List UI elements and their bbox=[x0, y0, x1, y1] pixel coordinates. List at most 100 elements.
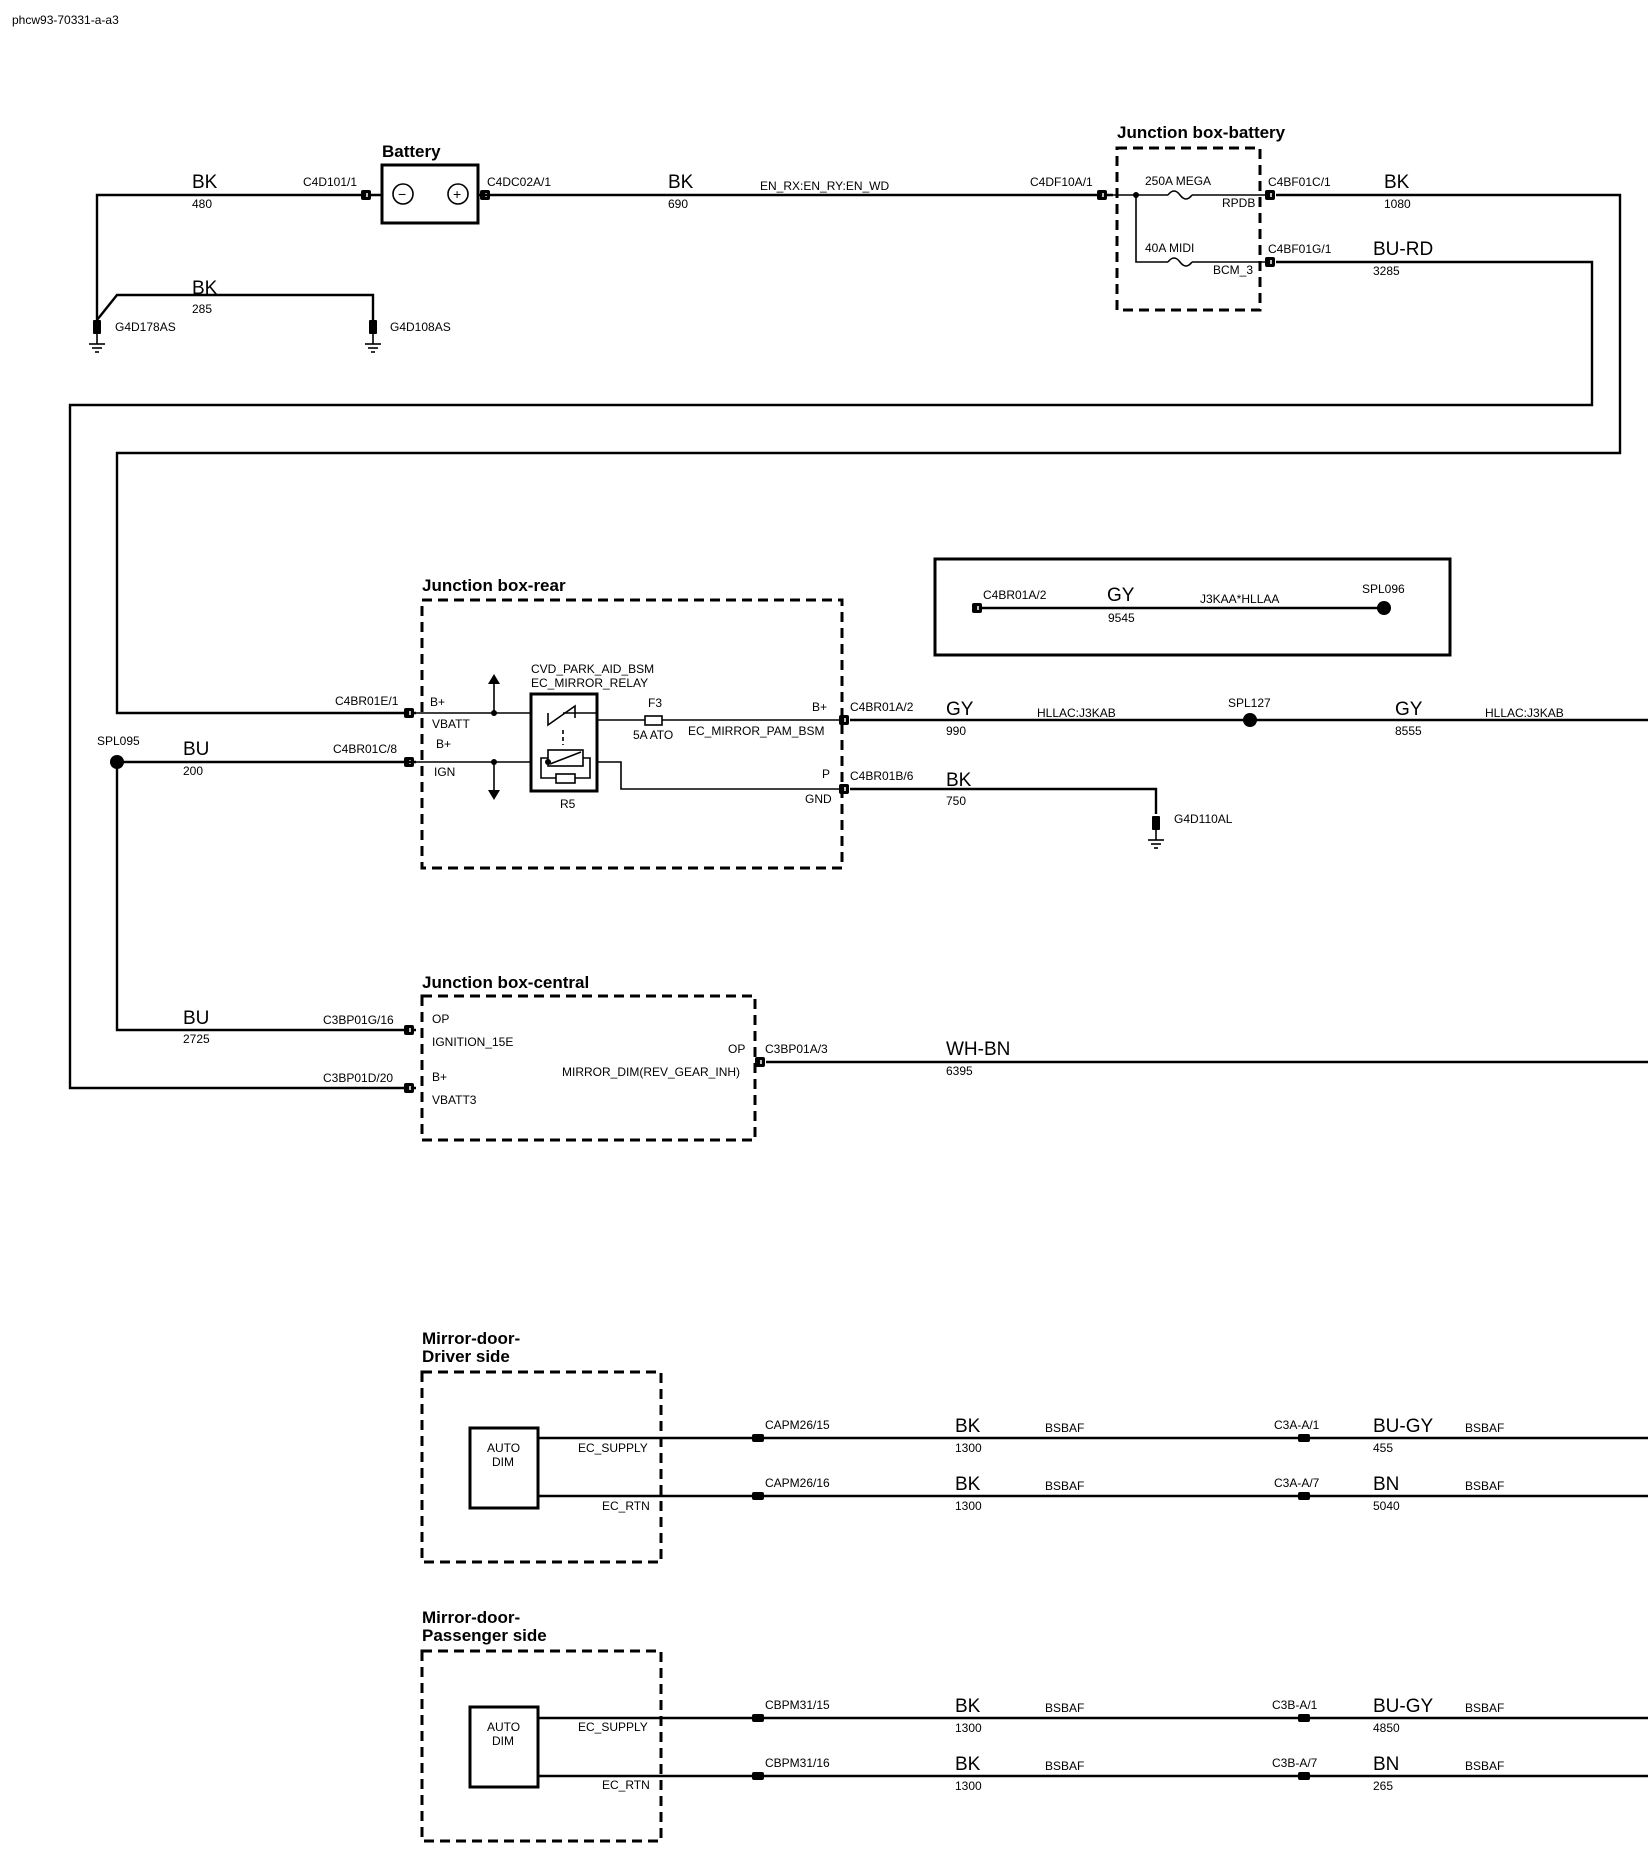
wire-number: 455 bbox=[1373, 1441, 1393, 1455]
wire-color: BN bbox=[1373, 1754, 1399, 1775]
fuse-40a: 40A MIDI bbox=[1145, 241, 1194, 255]
pin-label-bplus: B+ bbox=[432, 1070, 447, 1084]
mirror-passenger-side: Mirror-door- Passenger side AUTO DIM EC_… bbox=[420, 1608, 1648, 1843]
splice-label: SPL127 bbox=[1228, 696, 1271, 710]
pin-label-gnd: GND bbox=[805, 792, 832, 806]
dim-label: DIM bbox=[492, 1734, 514, 1748]
wire-number: 4850 bbox=[1373, 1721, 1400, 1735]
wire-750 bbox=[850, 787, 1158, 814]
pin-label-ec-rtn: EC_RTN bbox=[602, 1499, 650, 1513]
circuit-code: HLLAC:J3KAB bbox=[1037, 706, 1116, 720]
connector-c3b-7: C3B-A/7 bbox=[1272, 1756, 1318, 1770]
legend-number: 9545 bbox=[1108, 611, 1135, 625]
wire-number: 3285 bbox=[1373, 264, 1400, 278]
connector-c4bf01g: C4BF01G/1 bbox=[1268, 242, 1332, 256]
connector-pin bbox=[752, 1714, 764, 1722]
connector-pin bbox=[838, 783, 850, 795]
connector-pin bbox=[360, 189, 372, 201]
wire-number: 750 bbox=[946, 794, 966, 808]
connector-pin bbox=[1298, 1434, 1310, 1442]
pin-label-op: OP bbox=[432, 1012, 449, 1026]
connector-pin bbox=[1264, 256, 1276, 268]
battery-minus-terminal bbox=[392, 183, 414, 205]
connector-c3b-1: C3B-A/1 bbox=[1272, 1698, 1318, 1712]
connector-c4bf01c: C4BF01C/1 bbox=[1268, 175, 1331, 189]
wire-number: 8555 bbox=[1395, 724, 1422, 738]
jb-rear-title: Junction box-rear bbox=[422, 576, 566, 595]
connector-c3a-7: C3A-A/7 bbox=[1274, 1476, 1320, 1490]
auto-label: AUTO bbox=[487, 1720, 520, 1734]
circuit-code: BSBAF bbox=[1045, 1421, 1084, 1435]
auto-label: AUTO bbox=[487, 1441, 520, 1455]
connector-pin bbox=[752, 1434, 764, 1442]
splice-spl127 bbox=[1243, 713, 1257, 727]
circuit-code: BSBAF bbox=[1045, 1479, 1084, 1493]
circuit-code: BSBAF bbox=[1045, 1759, 1084, 1773]
jb-central-title: Junction box-central bbox=[422, 973, 589, 992]
relay-id: R5 bbox=[560, 797, 576, 811]
output-rpdb: RPDB bbox=[1222, 196, 1255, 210]
circuit-code: BSBAF bbox=[1465, 1421, 1504, 1435]
wire-color: BK bbox=[192, 278, 218, 299]
arrow-up-icon bbox=[488, 674, 500, 684]
pin-label-vbatt: VBATT bbox=[432, 717, 470, 731]
circuit-code: EN_RX:EN_RY:EN_WD bbox=[760, 179, 889, 193]
minus-label: − bbox=[398, 186, 406, 202]
ground-icon bbox=[364, 319, 382, 353]
junction-box-battery: Junction box-battery 250A MEGA RPDB 40A … bbox=[1113, 123, 1433, 312]
pin-label-ignition: IGNITION_15E bbox=[432, 1035, 513, 1049]
legend-splice: SPL096 bbox=[1362, 582, 1405, 596]
fuse-250a: 250A MEGA bbox=[1145, 174, 1211, 188]
connector-pin bbox=[1298, 1492, 1310, 1500]
connector-pin bbox=[754, 1056, 766, 1068]
wire-number: 1300 bbox=[955, 1721, 982, 1735]
connector-pin bbox=[838, 714, 850, 726]
wire-1080 bbox=[115, 193, 1622, 715]
pin-label-bplus: B+ bbox=[430, 695, 445, 709]
circuit-code: BSBAF bbox=[1465, 1701, 1504, 1715]
battery-title: Battery bbox=[382, 142, 441, 161]
connector-pin bbox=[1298, 1714, 1310, 1722]
wire-number: 5040 bbox=[1373, 1499, 1400, 1513]
mirror-driver-title-1: Mirror-door- bbox=[422, 1329, 520, 1348]
wire-color: BK bbox=[955, 1474, 981, 1495]
connector-pin bbox=[752, 1772, 764, 1780]
pin-label-mirror-dim: MIRROR_DIM(REV_GEAR_INH) bbox=[562, 1065, 740, 1079]
connector-pin bbox=[403, 1082, 415, 1094]
pin-label-bplus: B+ bbox=[812, 700, 827, 714]
jb-battery-outline bbox=[1115, 146, 1262, 312]
document-id: phcw93-70331-a-a3 bbox=[12, 13, 119, 27]
connector-pin bbox=[1264, 189, 1276, 201]
wire-2725 bbox=[115, 762, 416, 1032]
ground-icon bbox=[88, 319, 106, 353]
legend-circuit: J3KAA*HLLAA bbox=[1200, 592, 1279, 606]
wire-number: 1300 bbox=[955, 1499, 982, 1513]
wire-3285 bbox=[68, 260, 1594, 1090]
wire-number: 6395 bbox=[946, 1064, 973, 1078]
auto-dim-module bbox=[468, 1705, 540, 1789]
mirror-driver-title-2: Driver side bbox=[422, 1347, 510, 1366]
mirror-passenger-title-1: Mirror-door- bbox=[422, 1608, 520, 1627]
wire-color: GY bbox=[946, 699, 974, 720]
connector-capm26-15: CAPM26/15 bbox=[765, 1418, 830, 1432]
wire-number: 990 bbox=[946, 724, 966, 738]
wire-number: 200 bbox=[183, 764, 203, 778]
jb-central-outline bbox=[420, 994, 757, 1142]
jb-rear-outline bbox=[420, 598, 844, 870]
fuse-rating: 5A ATO bbox=[633, 728, 673, 742]
legend-box: C4BR01A/2 GY 9545 J3KAA*HLLAA SPL096 bbox=[933, 557, 1452, 657]
connector-c3bp01d: C3BP01D/20 bbox=[323, 1071, 393, 1085]
pin-label-ec-supply: EC_SUPPLY bbox=[578, 1720, 648, 1734]
connector-cbpm31-15: CBPM31/15 bbox=[765, 1698, 830, 1712]
wire-number: 285 bbox=[192, 302, 212, 316]
jb-battery-title: Junction box-battery bbox=[1117, 123, 1286, 142]
wire-color: BK bbox=[1384, 172, 1410, 193]
connector-c4br01a: C4BR01A/2 bbox=[850, 700, 914, 714]
splice-dot bbox=[1377, 601, 1391, 615]
wire-color: BN bbox=[1373, 1474, 1399, 1495]
connector-c4d101: C4D101/1 bbox=[303, 175, 357, 189]
wire-285 bbox=[96, 293, 375, 330]
connector-cbpm31-16: CBPM31/16 bbox=[765, 1756, 830, 1770]
pin-label-vbatt3: VBATT3 bbox=[432, 1093, 477, 1107]
fuse-id: F3 bbox=[648, 696, 662, 710]
